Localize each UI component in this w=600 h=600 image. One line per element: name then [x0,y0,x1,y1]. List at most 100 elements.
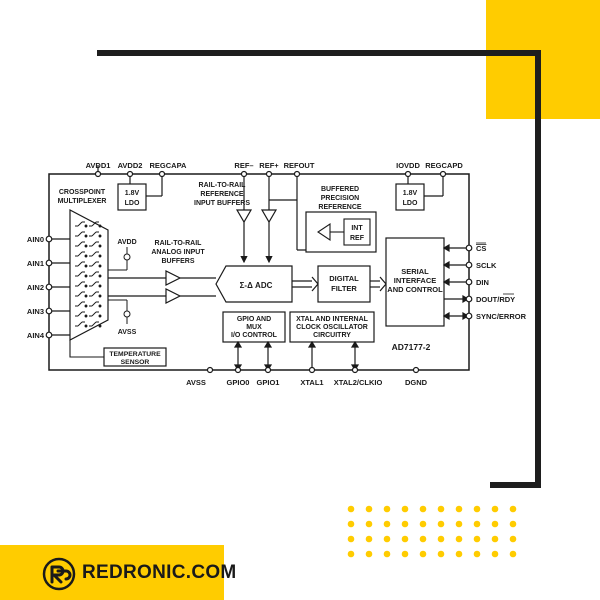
pin-ain0 [45,235,53,243]
mux-node [84,284,88,288]
label-din: DIN [476,278,489,287]
mux-switch [89,241,99,247]
digital-filter-block [317,265,371,303]
label-ain4: AIN4 [27,331,45,340]
int-ref-block [343,218,371,246]
pin-cs [465,244,473,252]
xtal-block-line3: CIRCUITRY [313,332,351,339]
decor-dot [473,520,481,528]
decor-dot [347,520,355,528]
yellow-corner-block [486,0,600,119]
label-dgnd: DGND [405,378,428,387]
label-sync-error: SYNC/ERROR [476,312,527,321]
gpio-block-line3: I/O CONTROL [231,332,278,339]
crosspoint-label-line1: CROSSPOINT [59,189,106,196]
serial-interface-block [385,237,445,327]
label-xtal2-clkio: XTAL2/CLKIO [334,378,383,387]
ref-buffers-line1: RAIL-TO-RAIL [199,182,247,189]
brand-name[interactable]: REDRONIC.COM [82,562,237,583]
mux-node [98,274,102,278]
mux-node [84,254,88,258]
pin-regcapd [439,170,447,178]
pin-sclk [465,261,473,269]
decor-dot [509,520,517,528]
mux-switch [75,251,85,257]
mux-avdd-label: AVDD [117,239,136,246]
pin-refout [293,170,301,178]
decor-dot [419,550,427,558]
mux-switch [75,231,85,237]
serial-interface-line1: SERIAL [401,267,429,276]
decor-dot [347,550,355,558]
decor-dot [383,550,391,558]
decor-dot [491,550,499,558]
xtal-clock-block [289,311,375,343]
mux-node [98,244,102,248]
frame-bar-bottom [490,482,541,488]
label-xtal1: XTAL1 [300,378,323,387]
gpio-block-line2: MUX [246,324,262,331]
decor-dot [347,535,355,543]
mux-switch [89,271,99,277]
ldo-analog-line1: 1.8V [125,190,140,197]
mux-node [84,324,88,328]
ldo-digital-block [395,183,425,211]
sigma-delta-adc [215,265,293,303]
digital-filter-line1: DIGITAL [329,274,359,283]
label-ain2: AIN2 [27,283,44,292]
pin-ain1 [45,259,53,267]
brand-band [0,545,224,600]
analog-buffers-line2: ANALOG INPUT [151,249,205,256]
label-ain3: AIN3 [27,307,44,316]
pin-sync-error [465,312,473,320]
ldo-analog-block [117,183,147,211]
mux-switch [75,321,85,327]
label-avss: AVSS [186,378,206,387]
pin-ref-minus [240,170,248,178]
ldo-digital-line1: 1.8V [403,190,418,197]
decor-dot [437,535,445,543]
mux-switch [75,311,85,317]
mux-switch [89,261,99,267]
pin-xtal1 [308,366,316,374]
mux-node [98,324,102,328]
crosspoint-label-line2: MULTIPLEXER [58,198,107,205]
decor-dot [383,505,391,513]
int-ref-line1: INT [351,225,363,232]
decor-dot [437,520,445,528]
pin-ain2 [45,283,53,291]
mux-node [84,294,88,298]
mux-switch [75,261,85,267]
analog-buffer-negative [165,288,182,304]
mux-switch [89,251,99,257]
pin-gpio0 [234,366,242,374]
part-number: AD7177-2 [392,342,431,352]
decor-dot [365,535,373,543]
xtal-block-line2: CLOCK OSCILLATOR [296,324,368,331]
label-ref-minus: REF– [234,161,253,170]
mux-node [84,314,88,318]
mux-node [98,294,102,298]
temp-sensor-line1: TEMPERATURE [109,351,161,358]
label-regcapa: REGCAPA [150,161,188,170]
decor-dot [509,535,517,543]
mux-node [98,234,102,238]
redronic-logo-icon [42,557,76,591]
crosspoint-multiplexer [69,209,109,341]
analog-buffer-positive [165,270,182,286]
decor-dot [401,535,409,543]
temp-sensor-line2: SENSOR [121,359,150,366]
mux-node [84,274,88,278]
decor-dot [419,505,427,513]
ref-buffers-line3: INPUT BUFFERS [194,200,250,207]
pin-avdd2 [126,170,134,178]
label-dout-rdy: DOUT/RDY [476,295,515,304]
label-gpio0: GPIO0 [227,378,250,387]
mux-node [98,264,102,268]
decor-dot [473,550,481,558]
gpio-mux-block [222,311,286,343]
mux-node [84,224,88,228]
mux-node [84,234,88,238]
